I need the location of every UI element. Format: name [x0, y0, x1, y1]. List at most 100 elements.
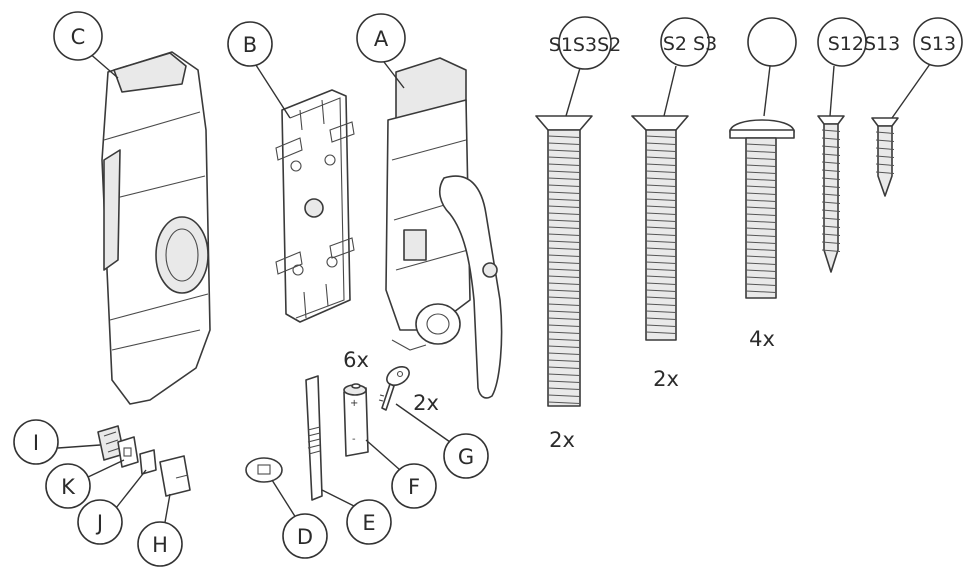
thread-line: [645, 247, 677, 250]
thread-line: [547, 177, 581, 180]
thread-line: [875, 155, 895, 158]
screw-s2: [631, 115, 689, 341]
part-e-spindle: [305, 375, 323, 501]
thread-line: [745, 227, 777, 230]
leader-e: [321, 489, 355, 507]
thread-line: [821, 177, 841, 180]
thread-line: [547, 261, 581, 264]
part-d-washer: [245, 457, 283, 483]
thread-line: [547, 163, 581, 166]
thread-line: [547, 275, 581, 278]
thread-line: [645, 261, 677, 264]
thread-line: [547, 331, 581, 334]
thread-line: [745, 206, 777, 209]
svg-text:K: K: [61, 475, 76, 499]
thread-line: [547, 282, 581, 285]
thread-line: [547, 219, 581, 222]
thread-line: [821, 209, 841, 212]
thread-line: [821, 137, 841, 140]
thread-line: [645, 184, 677, 187]
thread-line: [645, 268, 677, 271]
callout-a: A: [356, 13, 406, 63]
thread-line: [547, 170, 581, 173]
svg-text:H: H: [152, 533, 168, 557]
thread-line: [547, 191, 581, 194]
leader-b: [253, 61, 291, 119]
svg-text:G: G: [458, 445, 474, 469]
thread-line: [745, 248, 777, 251]
callout-g: G: [443, 433, 489, 479]
thread-line: [875, 171, 895, 174]
plus-icon: +: [350, 398, 358, 409]
thread-line: [745, 241, 777, 244]
screw-s1: [535, 115, 593, 407]
thread-line: [875, 163, 895, 166]
leader-g: [395, 403, 451, 443]
thread-line: [547, 233, 581, 236]
leader-i: [57, 444, 101, 449]
thread-line: [745, 290, 777, 293]
thread-line: [547, 205, 581, 208]
thread-line: [745, 178, 777, 181]
thread-line: [547, 345, 581, 348]
svg-text:S2 S3: S2 S3: [663, 33, 717, 55]
thread-line: [645, 296, 677, 299]
thread-line: [547, 380, 581, 383]
callout-s12: S12S13: [817, 17, 900, 67]
minus-icon: -: [352, 434, 356, 445]
callout-s3: [747, 17, 797, 67]
thread-line: [547, 387, 581, 390]
svg-text:A: A: [374, 27, 389, 51]
thread-line: [745, 157, 777, 160]
thread-line: [745, 150, 777, 153]
leader-k: [85, 459, 125, 479]
thread-line: [645, 149, 677, 152]
leader-j: [115, 469, 147, 509]
thread-line: [645, 205, 677, 208]
thread-line: [645, 289, 677, 292]
thread-line: [821, 185, 841, 188]
thread-line: [645, 135, 677, 138]
screw-s12: [817, 115, 845, 273]
thread-line: [745, 283, 777, 286]
thread-line: [745, 234, 777, 237]
part-g-key: [378, 366, 410, 411]
leader-s13: [891, 63, 931, 119]
thread-line: [547, 247, 581, 250]
thread-line: [821, 193, 841, 196]
thread-line: [547, 254, 581, 257]
thread-line: [547, 359, 581, 362]
thread-line: [645, 240, 677, 243]
thread-line: [821, 249, 841, 252]
thread-line: [645, 163, 677, 166]
leader-s3: [763, 65, 771, 117]
thread-line: [547, 135, 581, 138]
svg-text:B: B: [243, 33, 257, 57]
part-c-cover: [101, 51, 211, 405]
qty-s3: 4x: [749, 327, 775, 351]
thread-line: [745, 185, 777, 188]
thread-line: [745, 262, 777, 265]
thread-line: [745, 213, 777, 216]
thread-line: [547, 310, 581, 313]
thread-line: [821, 233, 841, 236]
thread-line: [547, 184, 581, 187]
thread-line: [645, 331, 677, 334]
thread-line: [645, 233, 677, 236]
part-f-battery: + -: [343, 383, 369, 457]
thread-line: [821, 201, 841, 204]
callout-s13: S13: [913, 17, 963, 67]
thread-line: [547, 268, 581, 271]
svg-text:D: D: [297, 525, 313, 549]
svg-text:I: I: [33, 431, 39, 455]
thread-line: [645, 324, 677, 327]
svg-text:J: J: [95, 511, 103, 535]
thread-line: [547, 289, 581, 292]
leader-s2: [663, 65, 677, 117]
thread-line: [821, 241, 841, 244]
thread-line: [745, 269, 777, 272]
thread-line: [645, 142, 677, 145]
thread-line: [645, 212, 677, 215]
qty-s2: 2x: [653, 367, 679, 391]
